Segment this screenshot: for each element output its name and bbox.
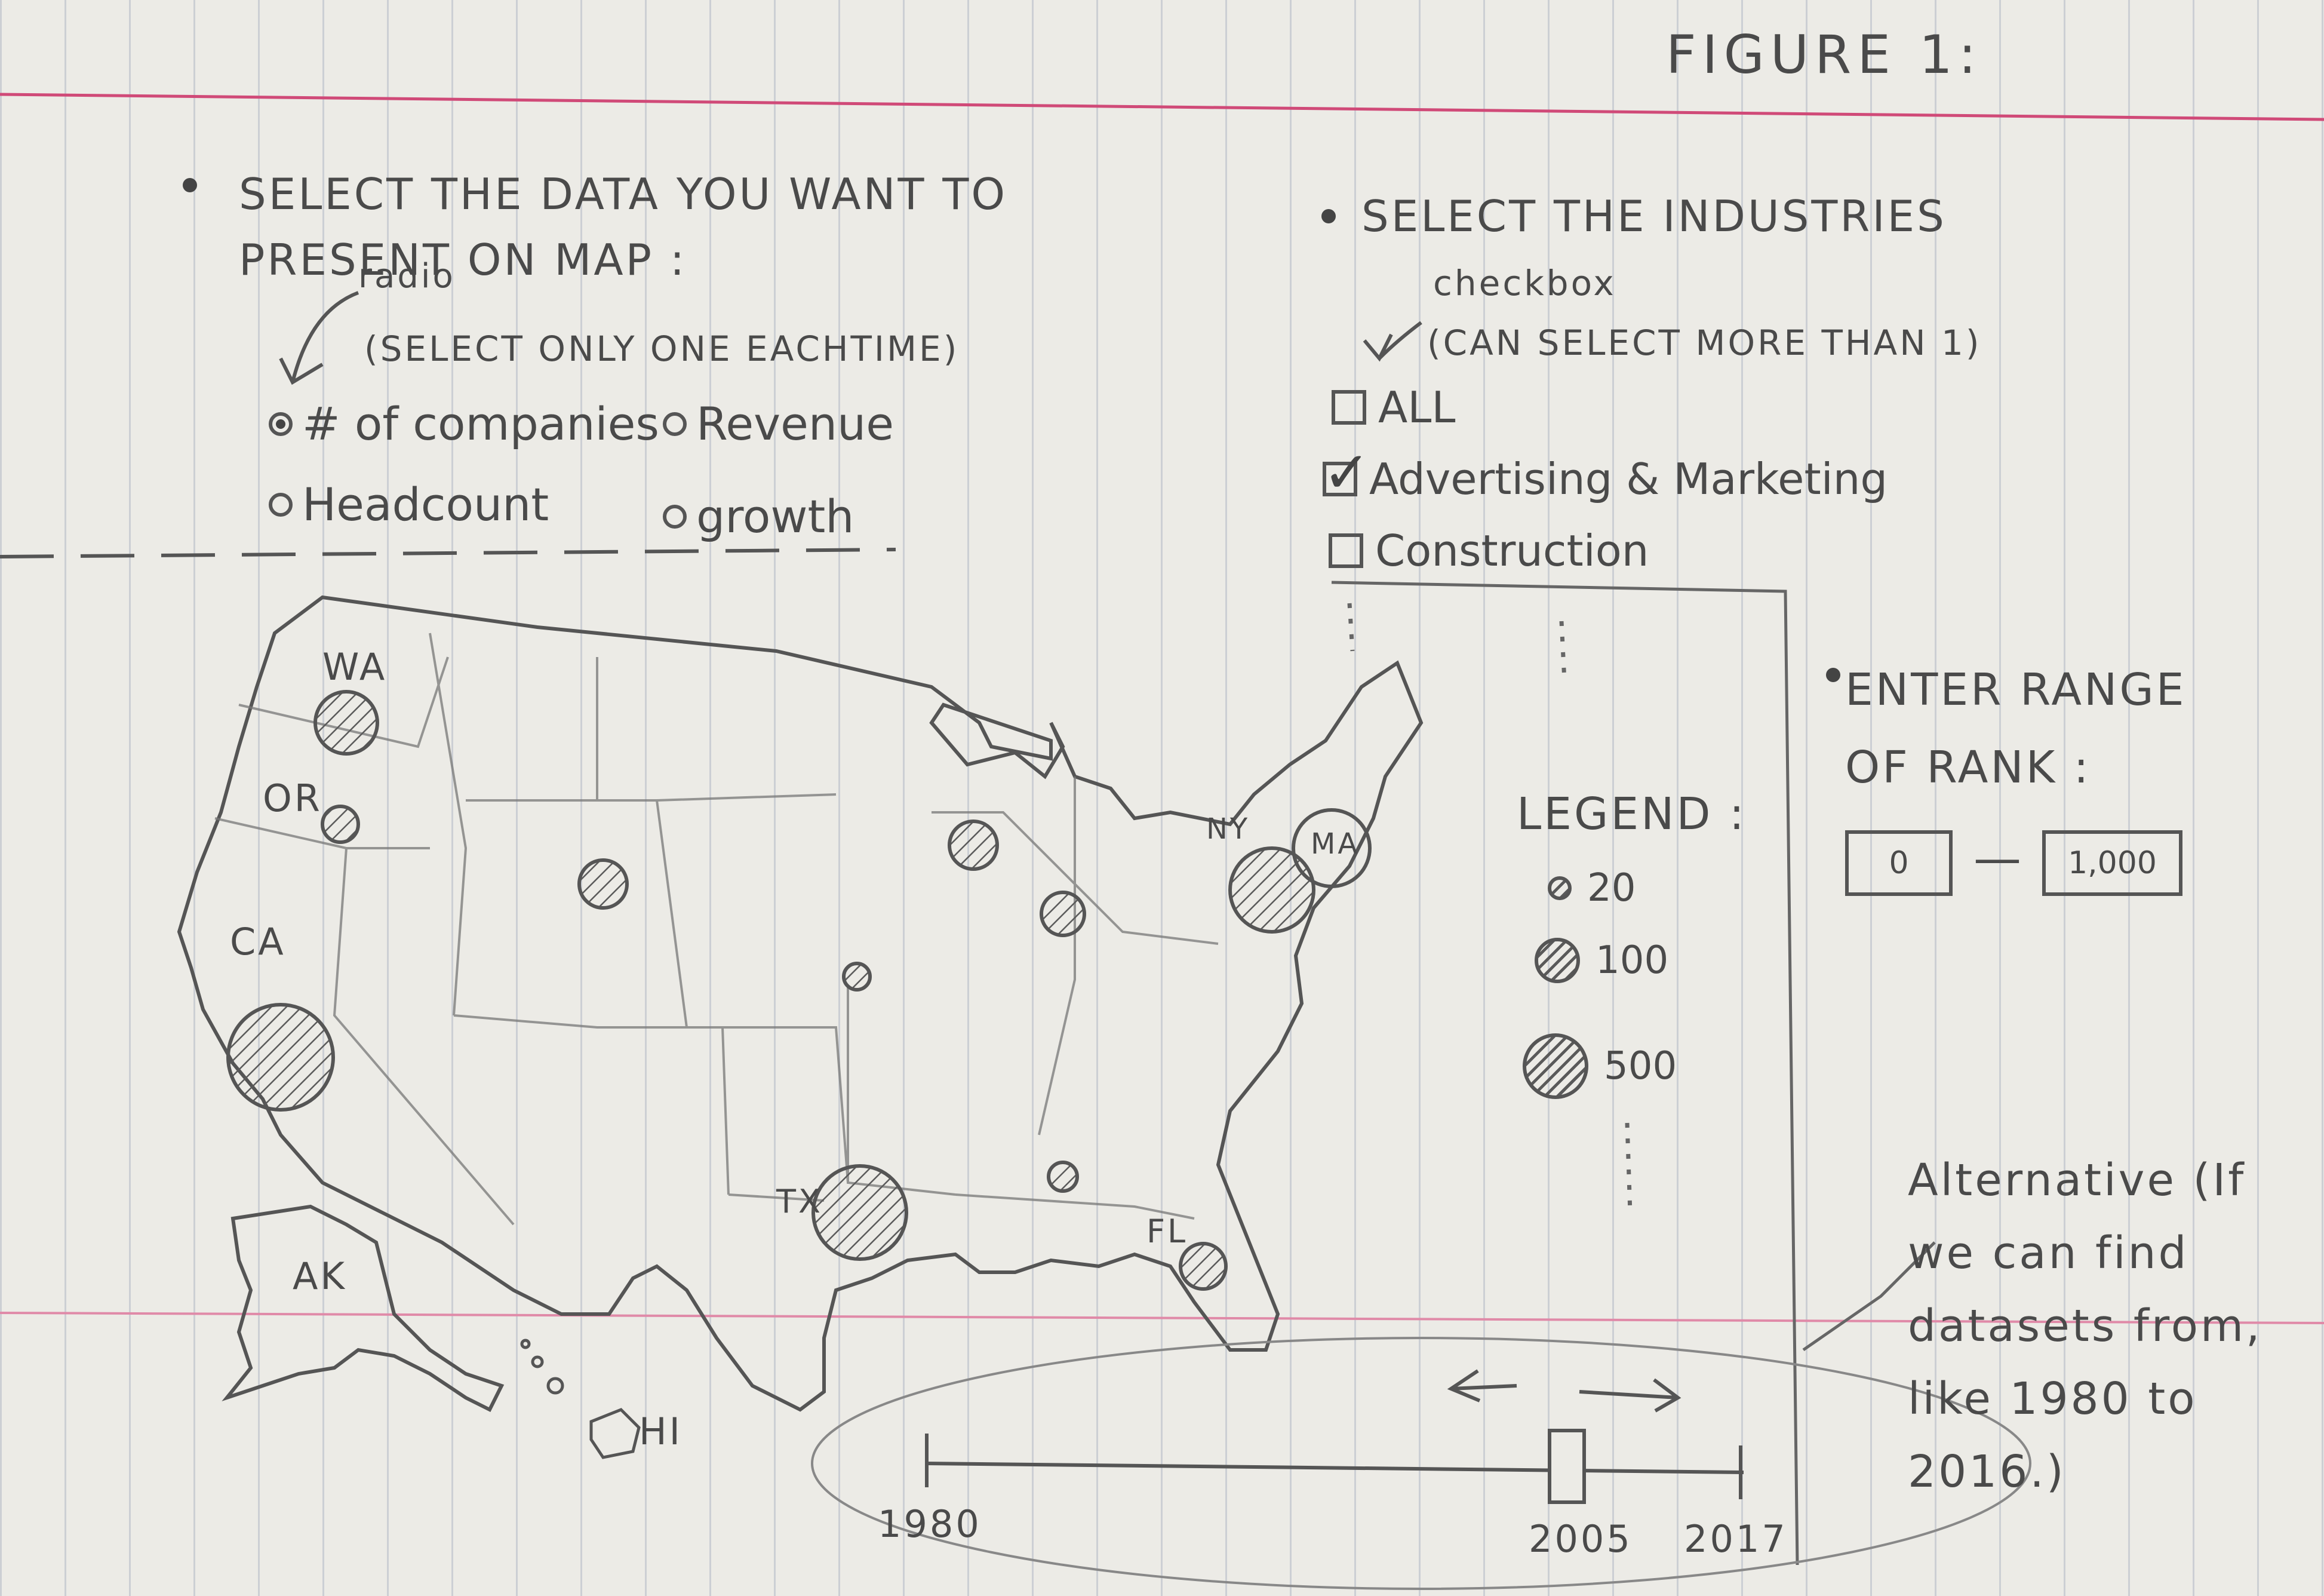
radio-option-companies[interactable]: # of companies (269, 397, 659, 450)
radio-button-selected[interactable] (269, 412, 293, 436)
checkbox-control-note: checkbox (1433, 263, 1616, 303)
legend-more-dots (1625, 1122, 1633, 1213)
radio-option-headcount[interactable]: Headcount (269, 478, 549, 531)
state-label-wa: WA (322, 645, 388, 689)
rank-min-input[interactable]: 0 (1845, 830, 1953, 896)
bubble-ca (226, 1003, 335, 1112)
bullet-industries (1321, 209, 1336, 223)
state-label-ny: NY (1206, 812, 1250, 846)
us-map-outline (177, 595, 1424, 1412)
bottom-margin-line (0, 1312, 2324, 1324)
figure-title: FIGURE 1: (1666, 24, 1982, 85)
timeline-handle[interactable] (1548, 1429, 1586, 1504)
legend-value: 500 (1604, 1044, 1677, 1088)
industry-selector-heading: SELECT THE INDUSTRIES (1361, 191, 1947, 241)
rank-filter-heading: ENTER RANGE OF RANK : (1845, 664, 2187, 793)
bubble-ma (1292, 808, 1372, 888)
checkbox-option-advertising[interactable]: Advertising & Marketing (1323, 439, 1888, 506)
bubble-idaho-area (577, 858, 629, 910)
checkbox[interactable] (1329, 533, 1363, 568)
industries-more-dots (1347, 603, 1355, 652)
bubble-georgia (1047, 1161, 1079, 1193)
radio-button[interactable] (269, 492, 293, 517)
radio-button[interactable] (663, 412, 687, 436)
checkbox-label: Advertising & Marketing (1369, 454, 1888, 504)
timeline-start-label: 1980 (878, 1502, 982, 1546)
section-divider (0, 548, 896, 558)
state-label-tx: TX (776, 1183, 823, 1220)
checkbox-option-all[interactable]: ALL (1332, 382, 1455, 432)
legend-title: LEGEND : (1517, 788, 1747, 840)
state-borders (214, 633, 1219, 1226)
top-margin-line (0, 93, 2324, 121)
timeline-right-arrow (1579, 1378, 1681, 1413)
checkbox-label: ALL (1378, 382, 1456, 432)
radio-label: # of companies (302, 397, 660, 450)
alternative-arrow (1802, 1241, 1936, 1352)
legend-value: 20 (1587, 866, 1636, 910)
rank-separator: — (1973, 830, 2024, 886)
legend-item-small: 20 (1548, 866, 1636, 910)
timeline-track (925, 1462, 1744, 1474)
timeline-end-label: 2017 (1684, 1517, 1788, 1561)
legend-bubble (1523, 1033, 1588, 1099)
timeline-left-arrow (1447, 1369, 1517, 1402)
bullet-data (183, 178, 197, 192)
bubble-kansas (842, 962, 872, 992)
bubble-ohio (1040, 891, 1086, 937)
radio-label: Headcount (302, 478, 549, 531)
legend-value: 100 (1596, 938, 1669, 983)
radio-control-hint: (SELECT ONLY ONE EACHTIME) (364, 329, 960, 369)
rank-max-input[interactable]: 1,000 (2042, 830, 2182, 896)
checkbox[interactable] (1332, 390, 1366, 425)
radio-note-arrow (279, 291, 359, 385)
radio-label: growth (696, 490, 854, 543)
data-selector-heading: SELECT THE DATA YOU WANT TO PRESENT ON M… (239, 169, 1007, 285)
checkbox-checked[interactable] (1323, 439, 1370, 506)
bubble-wa (313, 690, 379, 756)
radio-button[interactable] (663, 504, 687, 529)
state-label-ak: AK (293, 1254, 348, 1298)
state-label-fl: FL (1146, 1213, 1188, 1250)
checkbox-label: Construction (1375, 526, 1649, 576)
state-label-ma: MA (1311, 827, 1360, 861)
bubble-chicago (948, 820, 999, 871)
legend-bubble (1548, 876, 1572, 900)
extra-dots (1559, 621, 1567, 682)
legend-bubble (1535, 938, 1580, 983)
checkbox-option-construction[interactable]: Construction (1329, 526, 1649, 576)
state-label-ca: CA (230, 920, 286, 963)
bubble-or (321, 805, 360, 844)
radio-option-revenue[interactable]: Revenue (663, 397, 894, 450)
bubble-fl (1179, 1242, 1228, 1291)
checkbox-control-hint: (CAN SELECT MORE THAN 1) (1427, 323, 1982, 363)
legend-item-medium: 100 (1535, 938, 1668, 983)
radio-label: Revenue (696, 397, 894, 450)
timeline-current-label: 2005 (1529, 1517, 1633, 1561)
map-panel-frame (1331, 581, 1799, 1566)
hawaii-islands (520, 1339, 641, 1459)
radio-option-growth[interactable]: growth (663, 490, 854, 543)
timeline-slider[interactable] (811, 1337, 2031, 1590)
alternative-note: Alternative (If we can find datasets fro… (1908, 1155, 2262, 1497)
bubble-ny (1228, 846, 1315, 934)
timeline-lasso (811, 1337, 2031, 1590)
radio-control-note: radio (358, 257, 456, 296)
checkbox-note-arrow (1363, 321, 1422, 362)
alaska-outline (222, 1204, 505, 1413)
map-bubbles (226, 690, 1372, 1291)
state-label-or: OR (263, 776, 322, 820)
legend-item-large: 500 (1523, 1033, 1677, 1099)
bullet-rank (1826, 668, 1840, 682)
state-label-hi: HI (639, 1410, 683, 1453)
bubble-tx (811, 1164, 908, 1261)
